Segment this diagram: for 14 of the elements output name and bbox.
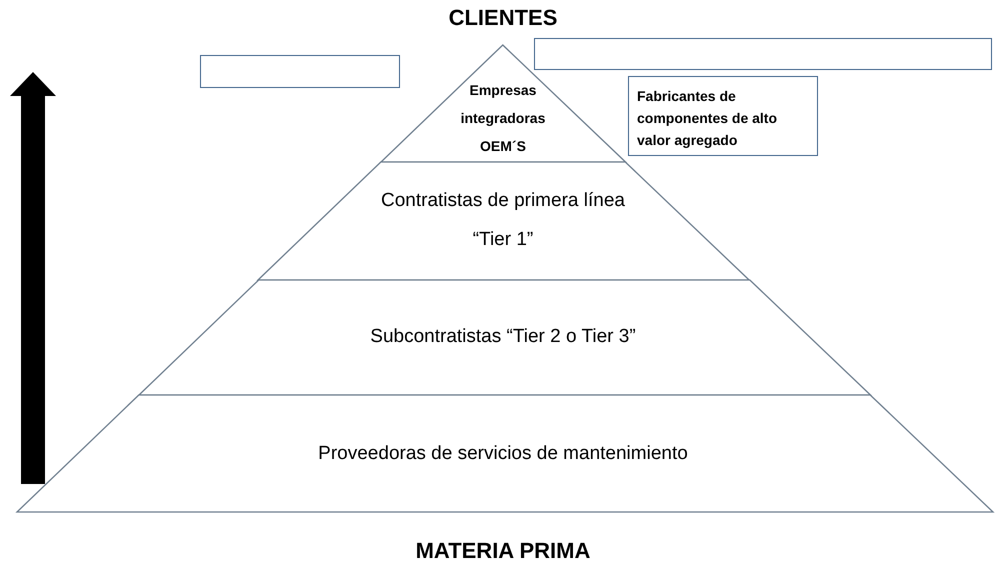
heading-label: CLIENTES xyxy=(448,4,558,32)
empty-box xyxy=(534,38,992,70)
pyramid-apex-section xyxy=(380,44,627,163)
empty-box xyxy=(200,55,400,88)
tier-label: “Tier 1” xyxy=(472,228,534,252)
pyramid-tier xyxy=(16,394,994,513)
tier-label: Subcontratistas “Tier 2 o Tier 3” xyxy=(369,325,637,349)
text-box xyxy=(628,76,818,156)
box-text: Fabricantes de componentes de alto valor agregado xyxy=(636,87,778,150)
pyramid-tier xyxy=(138,279,872,396)
tier-label: Contratistas de primera línea xyxy=(380,189,626,213)
tier-label: Proveedoras de servicios de mantenimiento xyxy=(317,442,689,466)
heading-label: MATERIA PRIMA xyxy=(414,537,592,565)
tier-title: Empresas integradoras OEM´S xyxy=(460,81,546,156)
